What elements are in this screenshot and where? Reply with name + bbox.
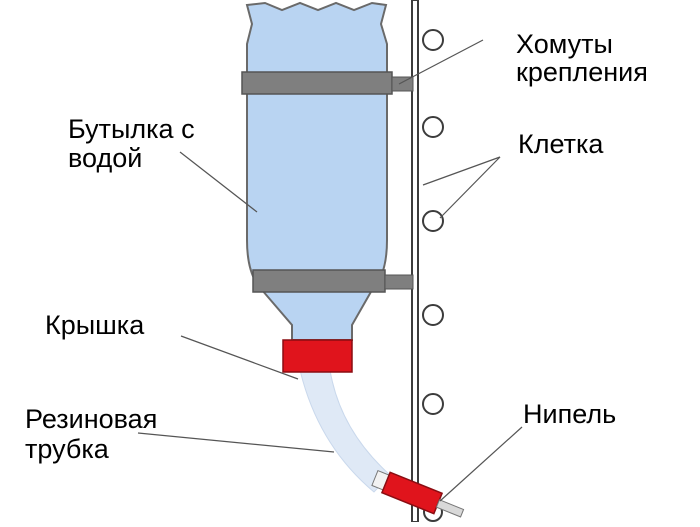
leader-lines (137, 39, 523, 502)
label-cap: Крышка (45, 310, 145, 340)
leader-tube (137, 432, 335, 453)
cage-ring (422, 210, 444, 232)
cage-rings (422, 29, 444, 522)
label-clamps-line2: крепления (516, 57, 648, 87)
label-nipple: Нипель (523, 399, 617, 429)
leader-nipple (439, 426, 523, 502)
upper-clamp (241, 71, 393, 95)
leader-clamps (398, 39, 484, 85)
label-cage: Клетка (518, 129, 604, 159)
leader-cage-ring (439, 156, 501, 219)
label-bottle-line1: Бутылка с (68, 114, 195, 144)
cage-ring (422, 393, 444, 415)
cage-ring (422, 304, 444, 326)
lower-clamp (252, 269, 386, 293)
clamps (241, 71, 414, 293)
lower-clamp-arm (384, 274, 414, 290)
cage-ring (422, 116, 444, 138)
label-bottle-line2: водой (68, 143, 143, 173)
label-tube-line2: трубка (25, 434, 109, 464)
leader-cap (180, 335, 299, 380)
upper-clamp-arm (391, 76, 414, 92)
label-clamps-line1: Хомуты (516, 29, 613, 59)
cage-ring (422, 29, 444, 51)
leader-bottle (179, 151, 258, 213)
label-tube-line1: Резиновая (25, 404, 158, 434)
nipple-stem (435, 499, 465, 518)
leader-cage-bar (422, 156, 501, 186)
bottle-cap (282, 339, 353, 373)
nipple (371, 469, 465, 518)
